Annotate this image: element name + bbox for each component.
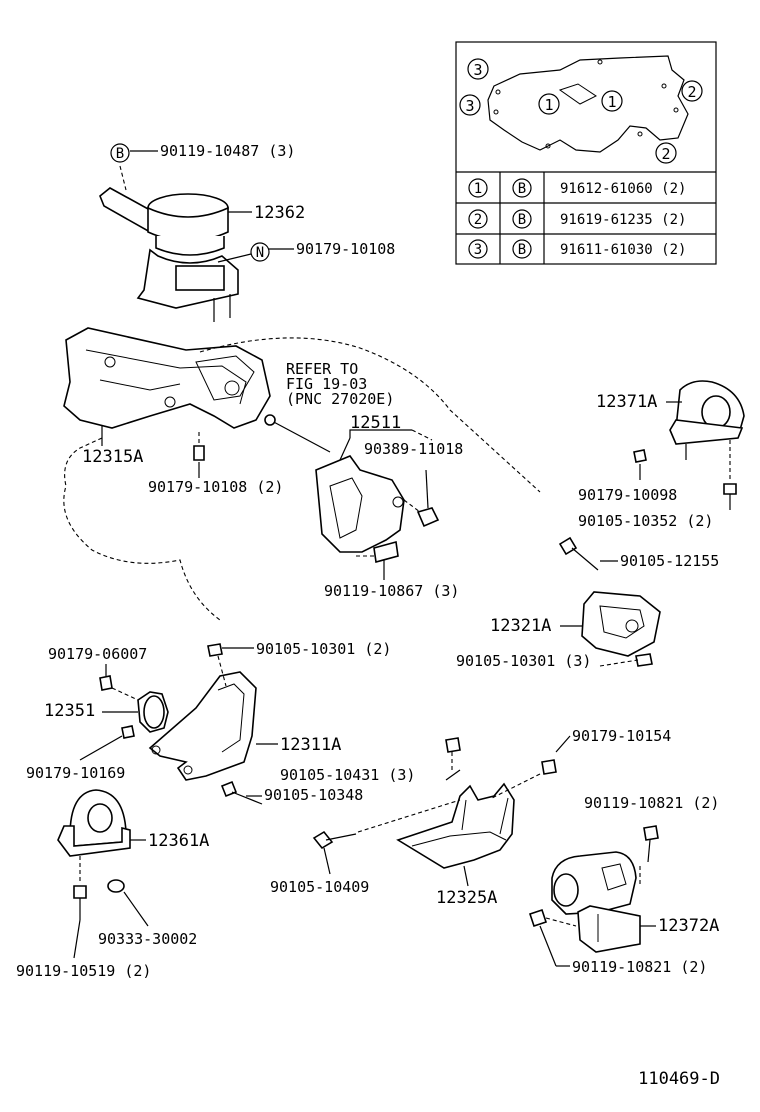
callout-3-marker-top: [467, 58, 489, 80]
legend-row-2: 2 B 91619-61235 (2): [468, 209, 686, 229]
svg-text:3: 3: [473, 61, 482, 79]
bracket-12325A: [312, 737, 557, 869]
svg-text:2: 2: [687, 83, 696, 101]
bushing-12351: [137, 691, 169, 733]
bracket-12511: [264, 414, 440, 580]
svg-text:1: 1: [544, 96, 553, 114]
legend-row-1: 1 B 91612-61060 (2): [468, 178, 686, 198]
engine-mount-12371A: [669, 380, 745, 480]
timing-cover-gasket-sketch: [487, 55, 689, 153]
label-90105-10431: 90105-10431 (3): [280, 766, 415, 784]
legend-box: 3 3 1 1 2 2 1 B 91612-61060 (2) 2 B 9161…: [455, 41, 717, 265]
svg-text:91611-61030 (2): 91611-61030 (2): [560, 242, 686, 258]
svg-text:B: B: [116, 146, 124, 162]
label-12372A: 12372A: [658, 916, 719, 936]
label-90105-10301-2: 90105-10301 (2): [256, 640, 391, 658]
callout-1-marker-a: [538, 93, 560, 115]
label-90119-10821-top: 90119-10821 (2): [584, 794, 719, 812]
label-12371A: 12371A: [596, 392, 657, 412]
refer-line-1: REFER TO: [286, 360, 358, 378]
marker-b-top: [110, 143, 130, 163]
svg-text:3: 3: [465, 97, 474, 115]
engine-mount-12362: [99, 165, 239, 322]
svg-text:N: N: [256, 245, 264, 261]
label-12325A: 12325A: [436, 888, 497, 908]
label-12362: 12362: [254, 203, 305, 223]
label-12351: 12351: [44, 701, 95, 721]
refer-line-3: (PNC 27020E): [286, 390, 394, 408]
svg-text:91619-61235 (2): 91619-61235 (2): [560, 212, 686, 228]
label-90105-10348: 90105-10348: [264, 786, 363, 804]
label-90119-10519: 90119-10519 (2): [16, 962, 151, 980]
label-90179-10169: 90179-10169: [26, 764, 125, 782]
svg-text:B: B: [518, 181, 526, 197]
label-90119-10487: 90119-10487 (3): [160, 142, 295, 160]
label-90333-30002: 90333-30002: [98, 930, 197, 948]
svg-text:B: B: [518, 242, 526, 258]
engine-mount-12372A: [528, 825, 659, 953]
callout-1-marker-b: [601, 90, 623, 112]
label-12321A: 12321A: [490, 616, 551, 636]
label-12315A: 12315A: [82, 447, 143, 467]
engine-mount-12361A: [57, 789, 131, 857]
nut-90179-10169: [121, 725, 135, 739]
marker-n: [250, 242, 270, 262]
label-90179-10108: 90179-10108: [296, 240, 395, 258]
engine-mount-12321A: [581, 591, 661, 667]
svg-text:2: 2: [474, 212, 482, 228]
label-90105-10301-3: 90105-10301 (3): [456, 652, 591, 670]
bolt-90119-10519: [73, 885, 87, 899]
label-90119-10867: 90119-10867 (3): [324, 582, 459, 600]
refer-line-2: FIG 19-03: [286, 375, 367, 393]
bracket-12311A: [148, 643, 263, 805]
legend-row-3: 3 B 91611-61030 (2): [468, 239, 686, 259]
label-90105-10409: 90105-10409: [270, 878, 369, 896]
label-12361A: 12361A: [148, 831, 209, 851]
svg-text:91612-61060 (2): 91612-61060 (2): [560, 181, 686, 197]
svg-text:1: 1: [607, 93, 616, 111]
drawing-number: 110469-D: [638, 1069, 720, 1089]
label-90119-10821-bottom: 90119-10821 (2): [572, 958, 707, 976]
label-90179-10098: 90179-10098: [578, 486, 677, 504]
svg-text:3: 3: [474, 242, 482, 258]
bracket-12315A: [63, 327, 541, 621]
label-90179-06007: 90179-06007: [48, 645, 147, 663]
label-90179-10108-2: 90179-10108 (2): [148, 478, 283, 496]
svg-text:B: B: [518, 212, 526, 228]
callout-3-marker-left: [459, 94, 481, 116]
label-12511: 12511: [350, 413, 401, 433]
svg-text:2: 2: [661, 145, 670, 163]
svg-text:1: 1: [474, 181, 482, 197]
bolt-90105-12155: [558, 536, 599, 571]
nut-90179-06007: [99, 675, 113, 691]
label-90105-12155: 90105-12155: [620, 552, 719, 570]
label-90105-10352: 90105-10352 (2): [578, 512, 713, 530]
callout-2-marker-bottom: [655, 142, 677, 164]
plug-90333-30002: [107, 879, 125, 893]
label-90179-10154: 90179-10154: [572, 727, 671, 745]
callout-2-marker-top: [681, 80, 703, 102]
label-12311A: 12311A: [280, 735, 341, 755]
label-90389-11018: 90389-11018: [364, 440, 463, 458]
